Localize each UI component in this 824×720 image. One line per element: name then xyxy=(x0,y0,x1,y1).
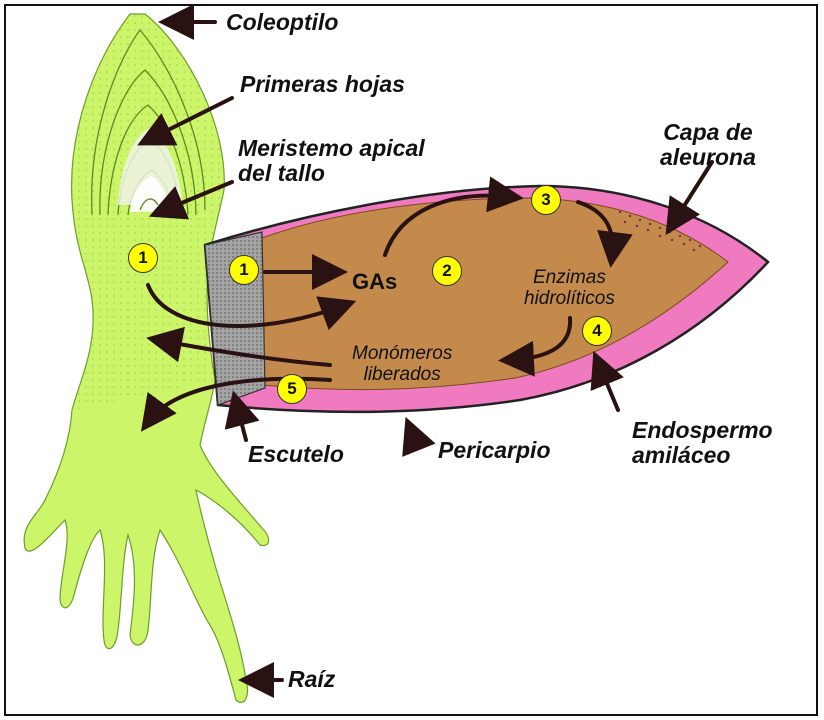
label-pericarpio: Pericarpio xyxy=(438,438,551,463)
endosperm xyxy=(262,198,728,390)
label-meristemo-apical: Meristemo apical del tallo xyxy=(238,136,425,186)
step-marker-1-embryo: 1 xyxy=(128,243,158,273)
label-escutelo: Escutelo xyxy=(248,442,344,467)
arrow-pericarpio xyxy=(410,428,418,448)
label-primeras-hojas: Primeras hojas xyxy=(240,72,405,97)
label-capa-aleurona: Capa de aleurona xyxy=(660,120,756,170)
step-marker-2: 2 xyxy=(432,256,462,286)
step-marker-4: 4 xyxy=(582,316,612,346)
step-marker-5: 5 xyxy=(277,374,307,404)
label-enzimas-hidroliticos: Enzimas hidrolíticos xyxy=(524,268,615,309)
label-endospermo-amilaceo: Endospermo amiláceo xyxy=(632,418,773,468)
label-coleoptilo: Coleoptilo xyxy=(226,10,338,35)
label-gas: GAs xyxy=(352,270,397,294)
step-marker-1-scutellum: 1 xyxy=(229,255,259,285)
label-monomeros-liberados: Monómeros liberados xyxy=(352,344,452,385)
label-raiz: Raíz xyxy=(288,667,335,692)
step-marker-3: 3 xyxy=(531,185,561,215)
